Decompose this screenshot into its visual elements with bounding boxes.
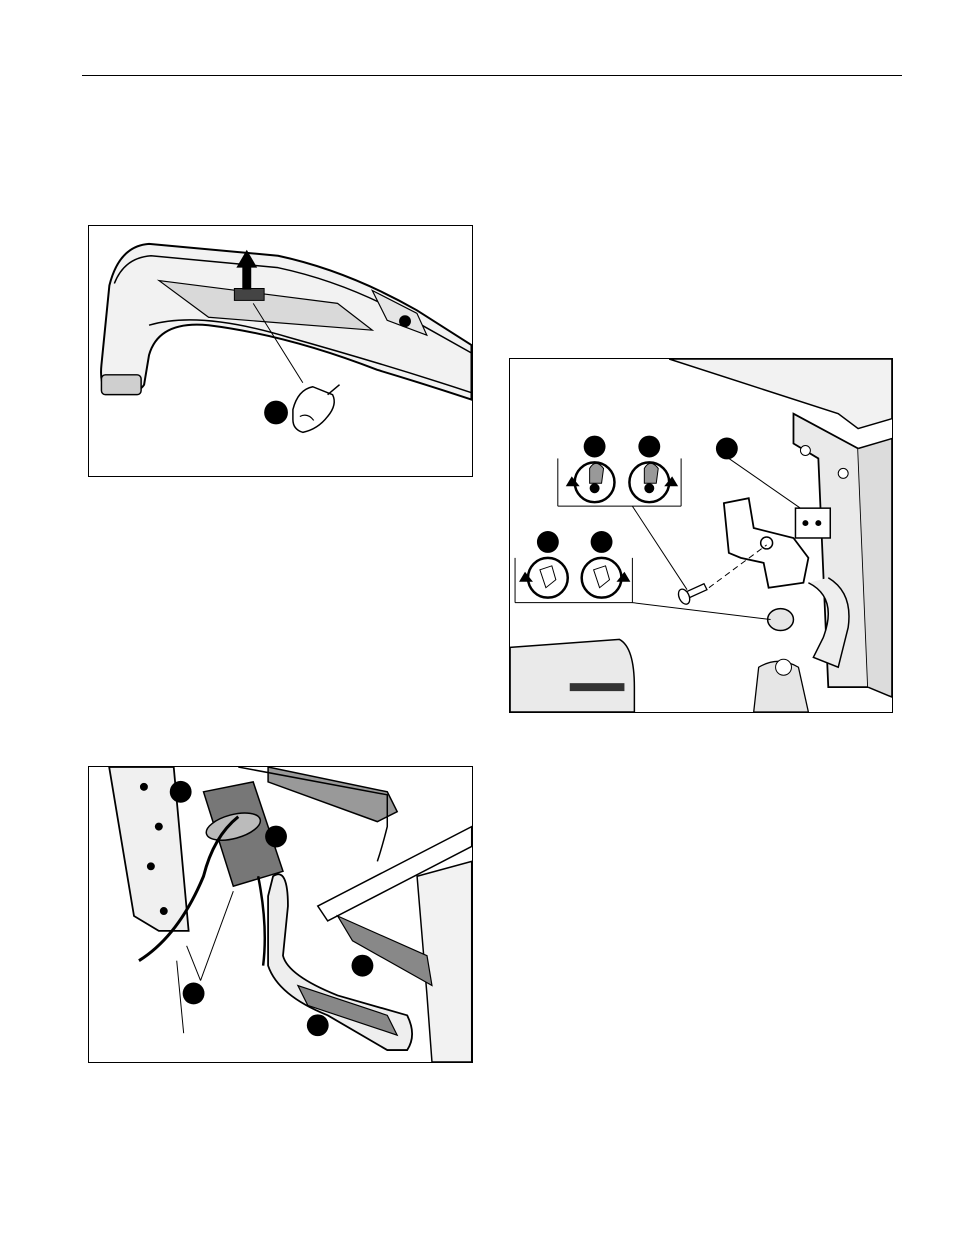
hand-turn-icon-group [515,531,632,603]
arm-cable-illustration [89,767,472,1062]
upper-arm [268,767,397,822]
callout-badge [307,1014,329,1036]
hinge-block [795,508,830,538]
cover-tab [234,289,264,301]
tighten-icon-group [558,436,681,507]
figure-arm-cable [88,766,473,1063]
rotate-cw-icon [629,462,678,502]
header-rule [82,75,902,76]
rotate-ccw-icon [566,462,615,502]
screw-dot [399,315,411,327]
callout-badge [265,826,287,848]
hand-icon [293,385,340,433]
callout-badge [638,436,660,458]
rotate-cw-icon [582,558,631,598]
figure-hinge-screw [509,358,893,713]
hand-icon [519,558,568,598]
callout-badge [591,531,613,553]
callout-badge [183,983,205,1005]
callout-badge [352,955,374,977]
cover-removal-illustration [89,226,472,476]
callout-badge [584,436,606,458]
cap [768,609,794,631]
callout-badge [716,438,738,460]
callout-badge [537,531,559,553]
callout-badge [264,401,288,425]
screw [676,584,707,606]
figure-cover-removal [88,225,473,477]
hinge-screw-illustration [510,359,892,712]
callout-badge [170,781,192,803]
